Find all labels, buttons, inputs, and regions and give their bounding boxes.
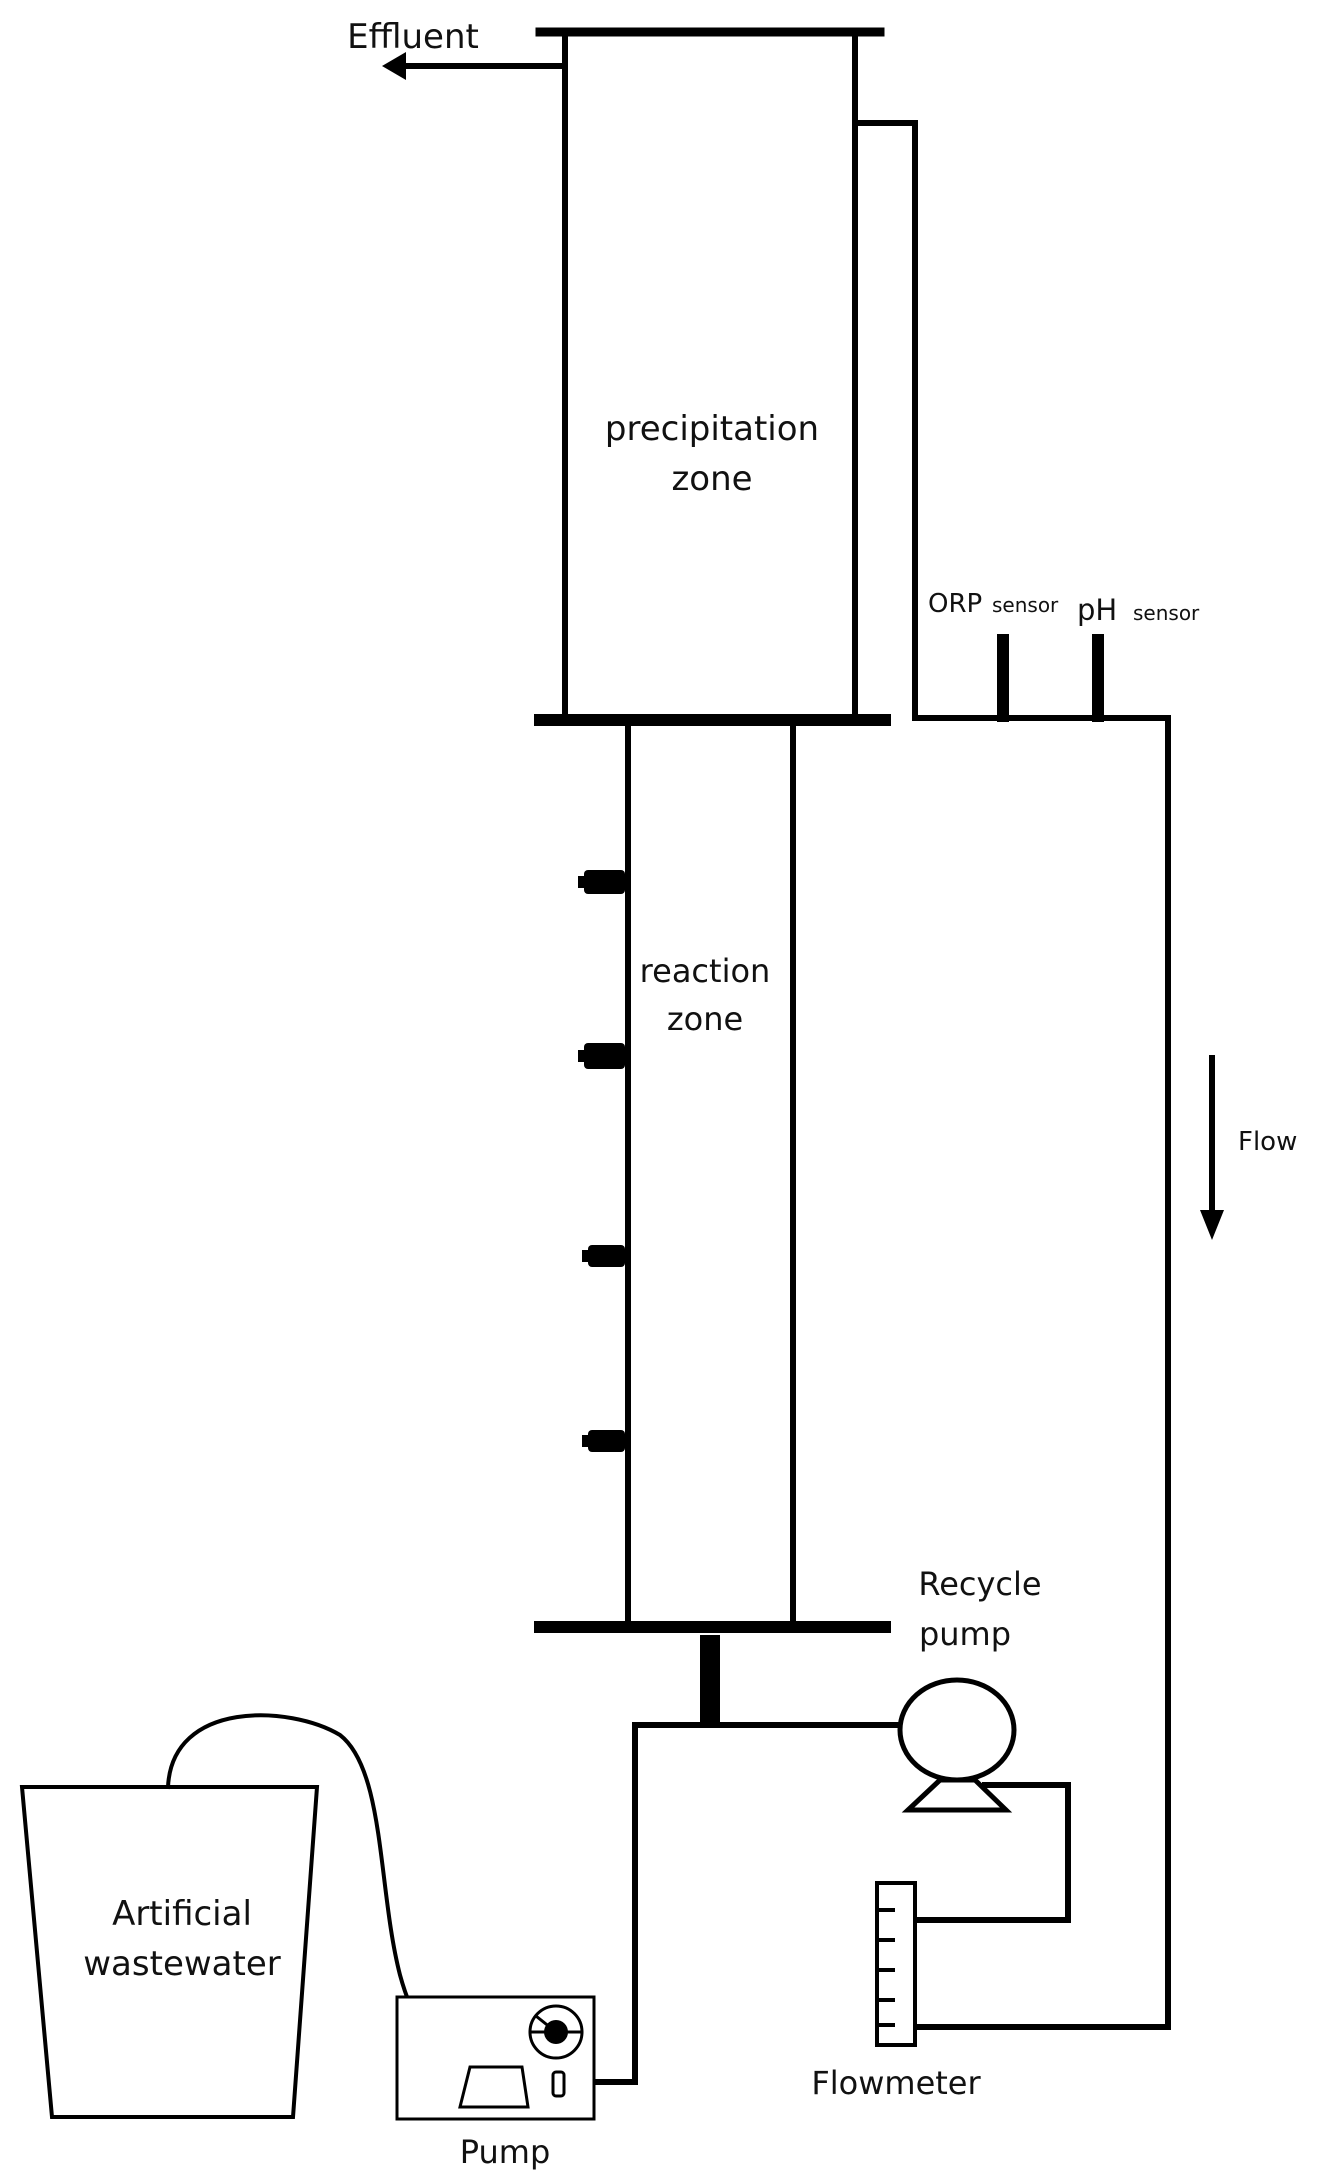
- reaction-zone-label-line2: zone: [667, 1000, 743, 1038]
- precipitation-zone-vessel: [534, 27, 891, 726]
- feed-pump: [395, 1995, 596, 2121]
- recycle-pump-label-line2: pump: [919, 1615, 1011, 1653]
- sampling-port: [584, 1043, 625, 1069]
- artificial-wastewater-tank: [19, 1785, 320, 2119]
- sampling-port: [588, 1245, 625, 1267]
- flowmeter-label: Flowmeter: [811, 2064, 981, 2102]
- reaction-zone-label: reaction: [640, 952, 771, 990]
- inlet-manifold: [555, 1635, 903, 2085]
- flow-direction-arrow: [1200, 1055, 1224, 1240]
- flowmeter: [875, 1881, 917, 2047]
- sampling-port: [588, 1430, 625, 1452]
- ph-label: pH: [1077, 593, 1117, 627]
- tank-label-line2: wastewater: [83, 1944, 280, 1984]
- precipitation-zone-label: precipitation: [605, 409, 819, 449]
- sampling-port-cap: [582, 1435, 592, 1447]
- ph-sensor-sub-label: sensor: [1133, 601, 1200, 625]
- sampling-port: [584, 870, 625, 894]
- effluent-label: Effluent: [347, 17, 479, 57]
- recycle-to-flowmeter-pipe: [912, 1782, 1071, 1923]
- effluent-outlet-arrow: [382, 52, 568, 80]
- sampling-port-cap: [578, 876, 588, 888]
- flow-label: Flow: [1238, 1127, 1297, 1157]
- recycle-pipe: [852, 120, 1171, 2030]
- sampling-port-cap: [582, 1250, 592, 1262]
- recycle-pump: [897, 1677, 1017, 1813]
- recycle-pump-label: Recycle: [918, 1565, 1041, 1603]
- sampling-port-cap: [578, 1050, 588, 1062]
- pump-label: Pump: [460, 2133, 551, 2171]
- sensor-probes: [997, 634, 1104, 722]
- orp-label: ORP: [928, 589, 982, 619]
- reaction-zone-column: [534, 725, 891, 1633]
- precipitation-zone-label-line2: zone: [671, 459, 752, 499]
- orp-sensor-sub-label: sensor: [992, 593, 1059, 617]
- sampling-ports: [578, 870, 625, 1452]
- tank-label: Artificial: [112, 1894, 252, 1934]
